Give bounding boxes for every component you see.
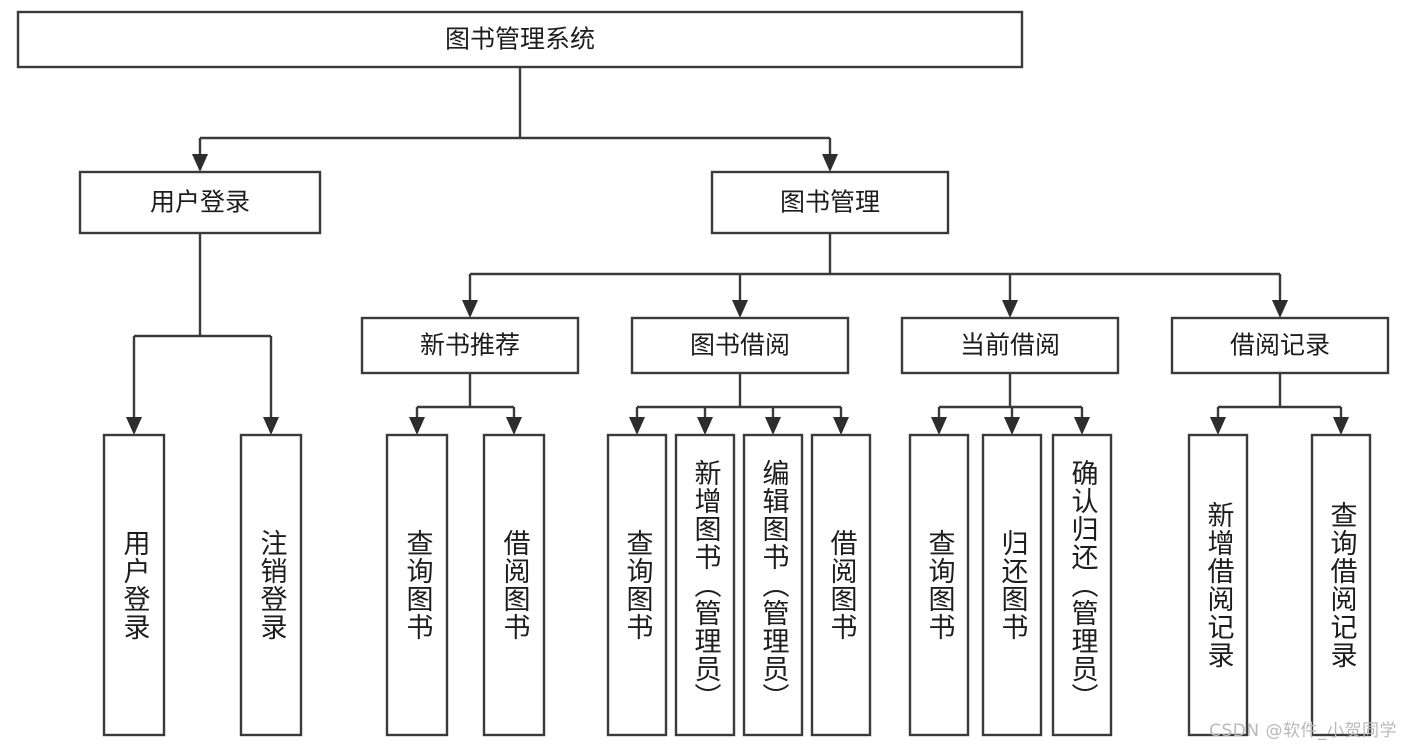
arrow-head-icon bbox=[1074, 417, 1090, 435]
node-label: 用户登录 bbox=[150, 188, 250, 217]
node-level3-1[interactable]: 图书借阅 bbox=[630, 316, 850, 375]
arrow-head-icon bbox=[629, 417, 645, 435]
csdn-watermark: CSDN @软件_小贺同学 bbox=[1209, 721, 1397, 741]
node-leaf-9[interactable] bbox=[981, 433, 1043, 737]
node-label: 当前借阅 bbox=[960, 331, 1060, 360]
node-leaf-10[interactable] bbox=[1051, 433, 1113, 737]
arrow-head-icon bbox=[126, 417, 142, 435]
node-leaf-12[interactable] bbox=[1310, 433, 1372, 737]
node-label: 借阅记录 bbox=[1230, 331, 1330, 360]
node-leaf-8[interactable] bbox=[908, 433, 970, 737]
arrow-head-icon bbox=[822, 154, 838, 172]
arrow-head-icon bbox=[1333, 417, 1349, 435]
node-leaf-5[interactable] bbox=[674, 433, 736, 737]
node-leaf-7[interactable] bbox=[810, 433, 872, 737]
arrow-head-icon bbox=[1272, 300, 1288, 318]
arrow-head-icon bbox=[409, 417, 425, 435]
node-label: 图书管理系统 bbox=[445, 25, 595, 54]
node-level3-0[interactable]: 新书推荐 bbox=[360, 316, 580, 375]
arrow-head-icon bbox=[506, 417, 522, 435]
arrow-head-icon bbox=[732, 300, 748, 318]
node-leaf-6[interactable] bbox=[742, 433, 804, 737]
arrow-head-icon bbox=[1004, 417, 1020, 435]
node-label: 图书借阅 bbox=[690, 331, 790, 360]
arrow-head-icon bbox=[697, 417, 713, 435]
arrow-head-icon bbox=[765, 417, 781, 435]
arrow-head-icon bbox=[462, 300, 478, 318]
node-level2-1[interactable]: 图书管理 bbox=[710, 170, 950, 235]
node-level3-2[interactable]: 当前借阅 bbox=[900, 316, 1120, 375]
arrow-head-icon bbox=[1002, 300, 1018, 318]
node-leaf-2[interactable] bbox=[385, 433, 449, 737]
node-leaf-1[interactable] bbox=[239, 433, 303, 737]
node-level2-0[interactable]: 用户登录 bbox=[78, 170, 322, 235]
arrow-head-icon bbox=[833, 417, 849, 435]
node-leaf-3[interactable] bbox=[482, 433, 546, 737]
arrow-head-icon bbox=[1210, 417, 1226, 435]
node-leaf-4[interactable] bbox=[606, 433, 668, 737]
arrow-head-icon bbox=[931, 417, 947, 435]
node-level3-3[interactable]: 借阅记录 bbox=[1170, 316, 1390, 375]
node-root[interactable]: 图书管理系统 bbox=[16, 10, 1024, 69]
node-label: 新书推荐 bbox=[420, 331, 520, 360]
node-label: 图书管理 bbox=[780, 188, 880, 217]
arrow-head-icon bbox=[263, 417, 279, 435]
node-leaf-0[interactable] bbox=[102, 433, 166, 737]
node-leaf-11[interactable] bbox=[1187, 433, 1249, 737]
arrow-head-icon bbox=[192, 154, 208, 172]
